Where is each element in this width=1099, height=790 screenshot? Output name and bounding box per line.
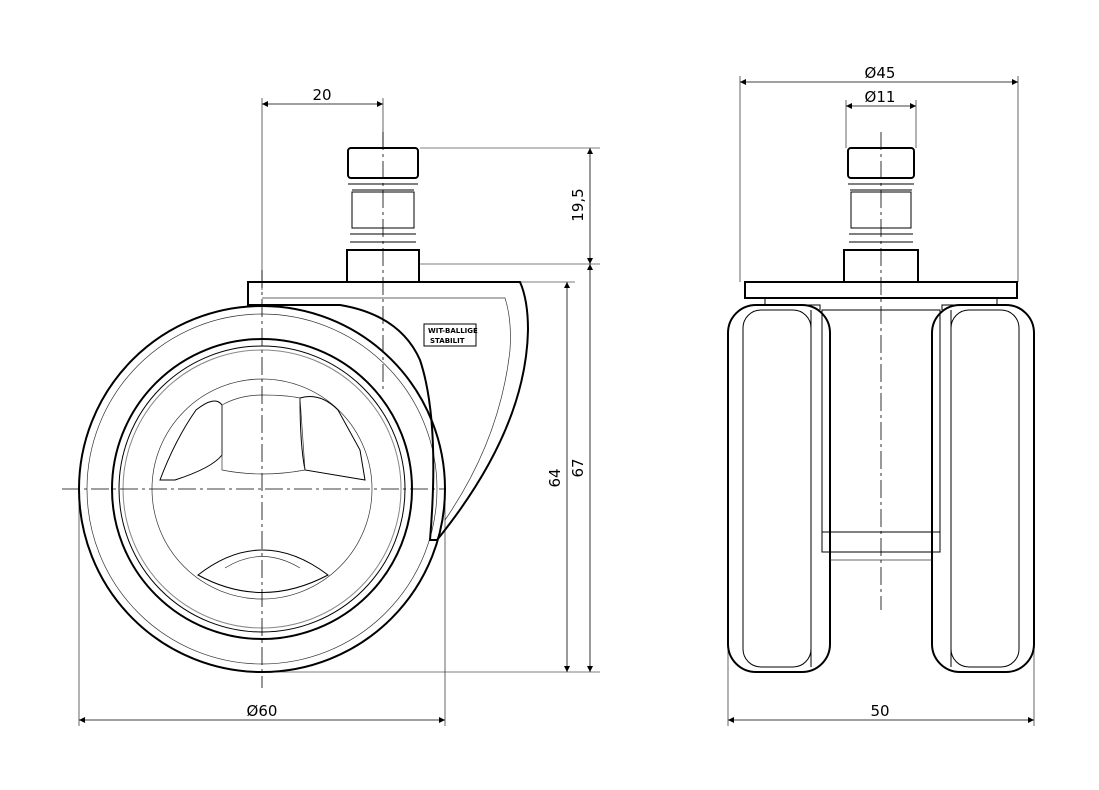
- dim-diameter-11: Ø11: [865, 88, 896, 106]
- left-wheel-inner: [742, 309, 812, 668]
- dim-67: 67: [569, 458, 587, 477]
- hub-cutout-left: [159, 400, 223, 481]
- hub-cutout-right: [299, 396, 366, 481]
- front-view: Ø45 Ø11 50: [727, 64, 1035, 726]
- dim-50: 50: [870, 702, 889, 720]
- dim-20: 20: [312, 86, 331, 104]
- housing-inner-line: [262, 297, 511, 521]
- logo-line-1: WIT-BALLIGE: [428, 327, 478, 335]
- dim-diameter-45: Ø45: [865, 64, 896, 82]
- dim-diameter-60: Ø60: [247, 702, 278, 720]
- left-wheel: [727, 304, 831, 673]
- logo-line-2: STABILIT: [430, 337, 465, 345]
- dim-19-5: 19,5: [569, 188, 587, 221]
- logo: WIT-BALLIGE STABILIT: [423, 323, 478, 347]
- hub-center-spoke: [221, 394, 306, 475]
- hub-cutout-bottom: [197, 549, 329, 593]
- housing-body: [247, 281, 530, 541]
- right-wheel: [931, 304, 1035, 673]
- dim-64: 64: [546, 468, 564, 487]
- hub-cutout-bottom-inner: [224, 556, 301, 569]
- side-view: WIT-BALLIGE STABILIT 20 19,5 64 67 Ø60: [62, 86, 600, 726]
- right-wheel-inner: [950, 309, 1020, 668]
